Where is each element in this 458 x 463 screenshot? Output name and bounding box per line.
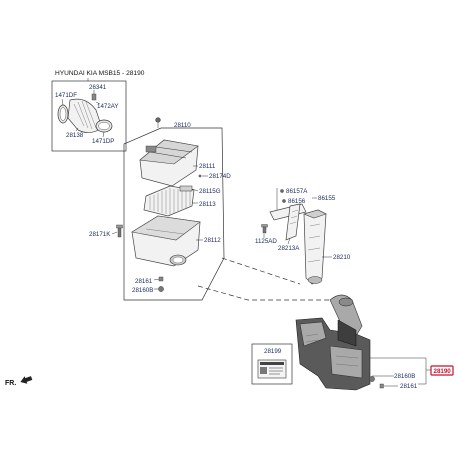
- clip-86157a: [280, 189, 284, 193]
- callout-28138: 28138: [66, 132, 84, 139]
- air-cleaner-box-outline: [123, 127, 225, 301]
- callout-26341: 26341: [89, 84, 107, 91]
- callout-28161-right: 28161: [400, 383, 418, 390]
- grommet-28161-left: [158, 276, 164, 282]
- callout-1471dp: 1471DP: [92, 138, 114, 145]
- warning-label-decal: [257, 359, 287, 379]
- sensor-bolt: [91, 93, 97, 101]
- filter-gasket: [179, 185, 193, 192]
- clamp-ring-right: [95, 119, 113, 133]
- intake-hose: [67, 98, 103, 133]
- connector-dash-mid: [221, 257, 301, 285]
- air-intake-duct: [303, 209, 327, 285]
- callout-28161-left: 28161: [135, 278, 153, 285]
- air-cleaner-body: [131, 215, 201, 267]
- resonator-assembly: [295, 294, 371, 391]
- callout-1472ay: 1472AY: [97, 103, 119, 110]
- callout-86157a: 86157A: [286, 188, 308, 195]
- grommet-28161-right: [379, 383, 384, 389]
- inset-box-duct-clamps: [51, 80, 127, 152]
- inset-box-label: [251, 343, 293, 385]
- callout-28190[interactable]: 28190: [434, 368, 452, 375]
- highlighted-part-28190[interactable]: 28190: [430, 365, 454, 376]
- callout-28111: 28111: [199, 163, 216, 170]
- callout-28210: 28210: [333, 254, 351, 261]
- callout-28171k: 28171K: [89, 231, 111, 238]
- front-direction-arrow-icon: [20, 376, 33, 384]
- grommet-28160b-right: [369, 376, 375, 382]
- bolt-1125ad: [261, 224, 268, 234]
- filter-element: [143, 185, 195, 217]
- callout-28174d: 28174D: [209, 173, 231, 180]
- air-cleaner-cover: [139, 139, 199, 187]
- callout-1125ad: 1125AD: [255, 238, 277, 245]
- connector-dash-upper: [197, 285, 344, 301]
- callout-28199: 28199: [264, 348, 282, 355]
- callout-86156: 86156: [288, 198, 306, 205]
- clip-86156: [282, 199, 286, 203]
- callout-1471df: 1471DF: [55, 92, 77, 99]
- callout-28113: 28113: [199, 201, 216, 208]
- callout-28160b-right: 28160B: [394, 373, 415, 380]
- bolt-28171k: [116, 224, 123, 238]
- marker-dot: [155, 117, 161, 123]
- insulator-28160b-left: [158, 286, 164, 292]
- mounting-bracket: [269, 203, 307, 241]
- front-label: FR.: [5, 380, 16, 387]
- callout-28115g: 28115G: [199, 188, 221, 195]
- callout-28160b-left: 28160B: [132, 287, 153, 294]
- callout-86155: 86155: [318, 195, 336, 202]
- callout-28110: 28110: [174, 122, 191, 129]
- callout-28112: 28112: [204, 237, 221, 244]
- callout-28213a: 28213A: [278, 245, 300, 252]
- diagram-title: HYUNDAI KIA MSB15 - 28190: [55, 70, 145, 77]
- clamp-ring-left: [57, 104, 69, 124]
